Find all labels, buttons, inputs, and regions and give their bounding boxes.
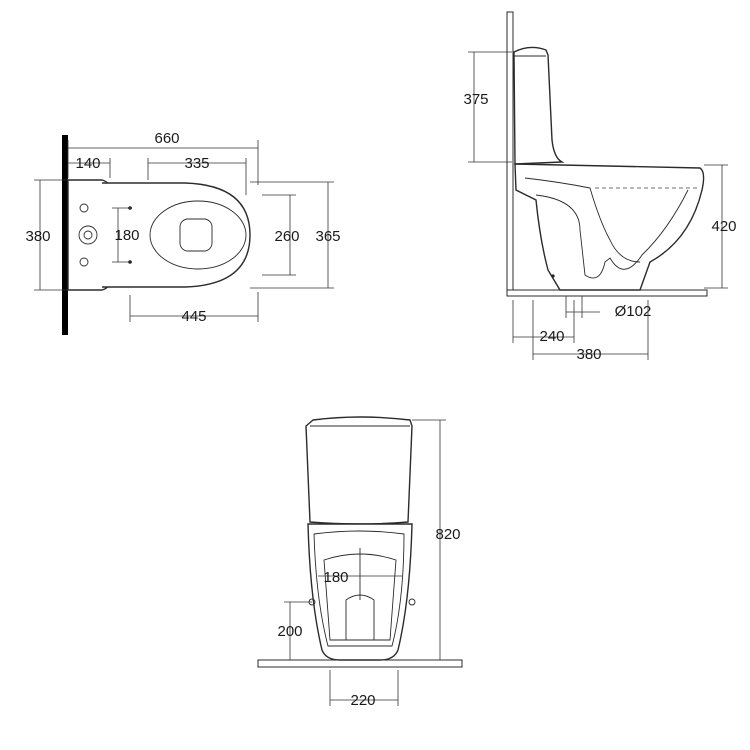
dim-820: 820 — [435, 526, 460, 543]
front-view-tank — [305, 416, 413, 525]
top-view: 660 140 335 380 180 260 365 445 — [25, 130, 341, 335]
side-view-bowl — [514, 163, 705, 291]
side-view-tank — [513, 46, 565, 165]
dim-180-front: 180 — [323, 569, 348, 586]
dim-220: 220 — [350, 692, 375, 709]
top-view-bowl — [102, 182, 251, 288]
dim-335: 335 — [184, 155, 209, 172]
top-view-rim — [149, 200, 247, 270]
dim-102: Ø102 — [615, 303, 652, 320]
dim-180-top: 180 — [114, 227, 139, 244]
dim-420: 420 — [711, 218, 736, 235]
dim-365: 365 — [315, 228, 340, 245]
dim-380-side: 380 — [576, 346, 601, 363]
top-view-wall — [62, 135, 68, 335]
dim-660: 660 — [154, 130, 179, 147]
top-view-drain — [179, 218, 213, 252]
side-view: 375 420 Ø102 240 380 — [463, 11, 737, 363]
front-view: 820 180 200 220 — [257, 416, 463, 709]
dim-445: 445 — [181, 308, 206, 325]
top-view-flush-hole — [78, 225, 98, 245]
dim-200: 200 — [277, 623, 302, 640]
dim-260: 260 — [274, 228, 299, 245]
dim-380-top: 380 — [25, 228, 50, 245]
dim-140: 140 — [75, 155, 100, 172]
dim-375: 375 — [463, 91, 488, 108]
dim-240: 240 — [539, 328, 564, 345]
